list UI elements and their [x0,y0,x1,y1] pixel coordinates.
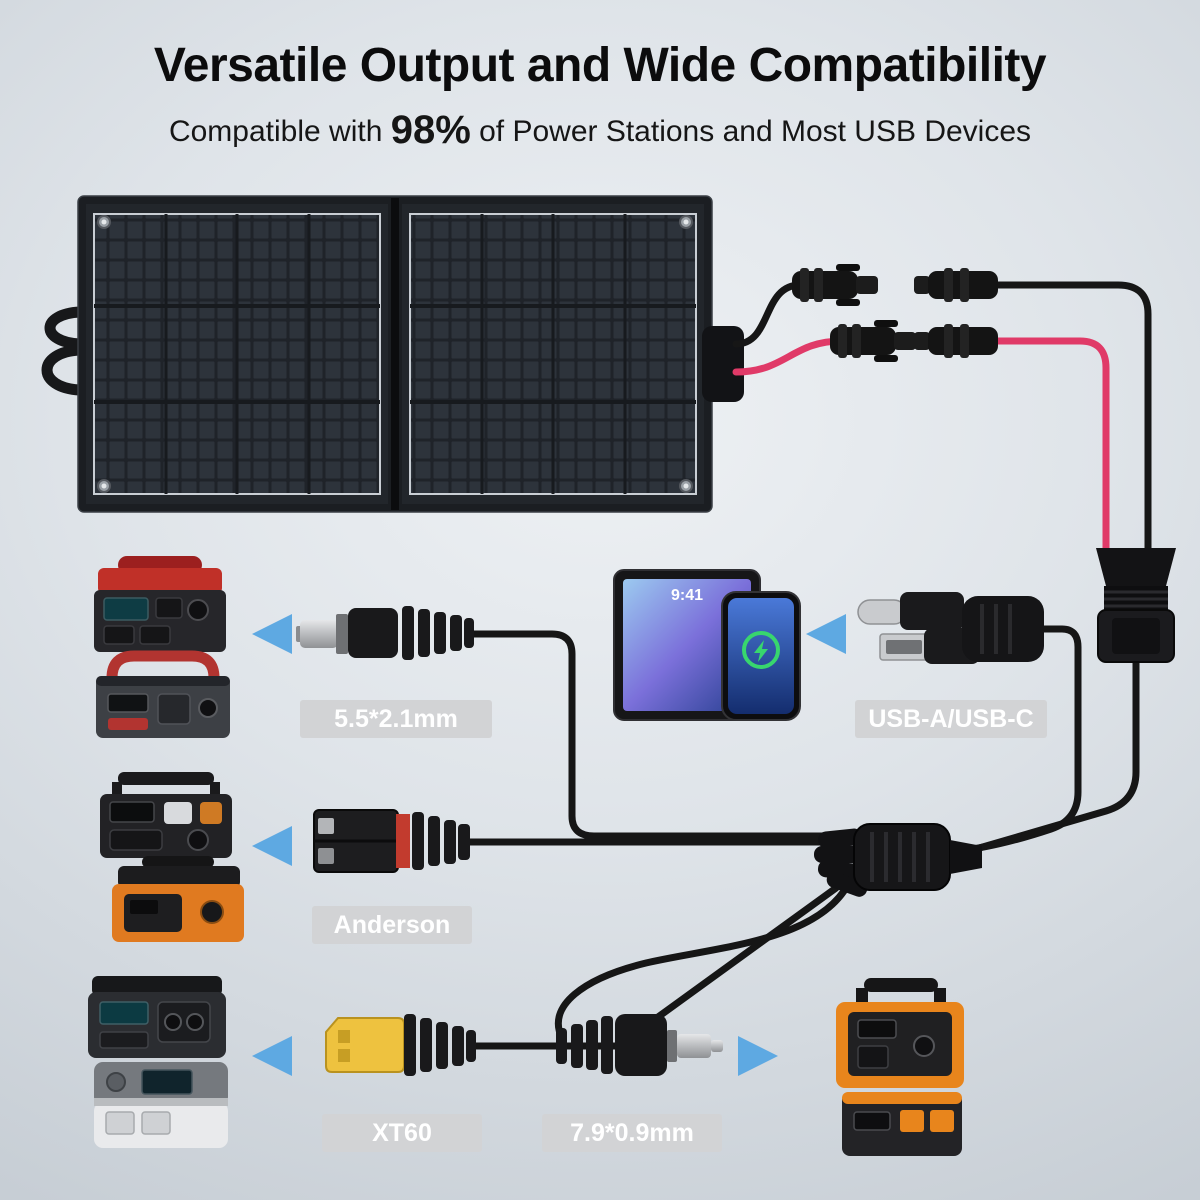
cable-adapter-to-splitter [958,658,1140,857]
arrow-left-row3-icon [252,1036,292,1076]
power-station-gray [96,650,230,738]
mc4-connector-pair-2 [830,320,998,362]
subtitle-suffix: of Power Stations and Most USB Devices [470,115,1032,148]
subtitle-percentage: 98% [390,108,471,152]
lightning-icon [754,640,768,662]
power-station-orange-large [836,978,964,1088]
anderson-connector [313,809,470,873]
solar-panel [41,195,744,513]
charging-ring-icon [742,631,780,669]
arrow-right-row3-icon [738,1036,778,1076]
dc-7909-connector [556,1014,723,1076]
arrow-left-usb-icon [806,614,846,654]
cable-mc4-to-adapter-red [992,337,1110,560]
mc4-connector-pair-1 [792,264,998,306]
panel-cable-pouch [702,326,744,402]
panel-row-separators [94,304,696,404]
label-anderson: Anderson [312,906,472,944]
phone [721,591,801,721]
page-subtitle: Compatible with 98% of Power Stations an… [0,108,1200,153]
cable-panel-to-mc4-red [732,337,846,376]
cable-mc4-to-adapter-black [992,281,1152,560]
xt60-connector [325,1014,476,1076]
panel-handle-strap-1 [44,306,86,350]
y-adapter-connector [1096,548,1176,663]
power-station-orange-second [842,1092,962,1156]
arrow-left-row1-icon [252,614,292,654]
xt60-shell [325,1017,405,1073]
cable-dc7909 [554,884,850,1042]
subtitle-prefix: Compatible with [168,115,391,148]
power-station-orange-small [112,856,244,942]
panel-fold-line [391,198,399,510]
power-station-black [100,772,232,858]
panel-column-separators [164,214,627,494]
label-usb: USB-A/USB-C [855,700,1047,738]
usb-connector [857,592,1044,664]
flow-arrows [252,614,846,1076]
power-station-dark [88,976,226,1058]
panel-grommets [97,215,693,493]
page-title: Versatile Output and Wide Compatibility [153,39,1047,92]
label-xt60: XT60 [322,1114,482,1152]
cable-usb [954,625,1082,855]
cable-splitter [814,823,982,897]
label-dc-5521: 5.5*2.1mm [300,700,492,738]
label-dc-7909: 7.9*0.9mm [542,1114,722,1152]
cable-dc5521 [466,630,864,840]
dc-5521-connector [296,606,474,660]
power-station-white [94,1062,228,1148]
arrow-left-row2-icon [252,826,292,866]
tablet-clock: 9:41 [671,587,703,604]
usb-c-tip [857,599,907,625]
power-station-red [94,556,226,652]
red-cables [732,337,1110,560]
panel-handle-strap-2 [41,344,86,396]
